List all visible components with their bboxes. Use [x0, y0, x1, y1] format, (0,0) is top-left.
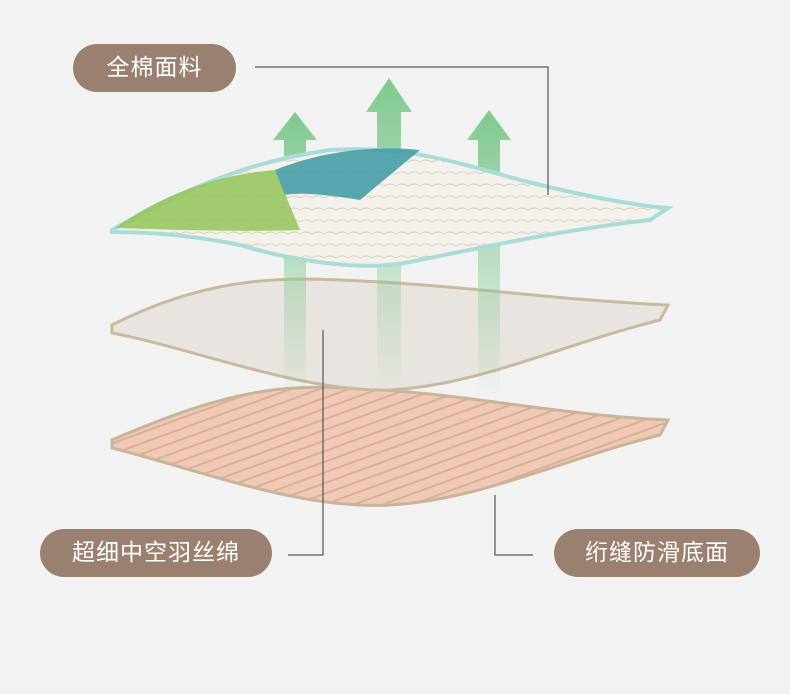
bottom-layer: [110, 385, 671, 507]
label-hollow-fiber-fill: 超细中空羽丝绵: [40, 529, 272, 577]
leader-lines: [255, 66, 549, 556]
label-cotton-fabric: 全棉面料: [73, 44, 236, 92]
label-quilted-antislip-base: 绗缝防滑底面: [554, 529, 760, 577]
